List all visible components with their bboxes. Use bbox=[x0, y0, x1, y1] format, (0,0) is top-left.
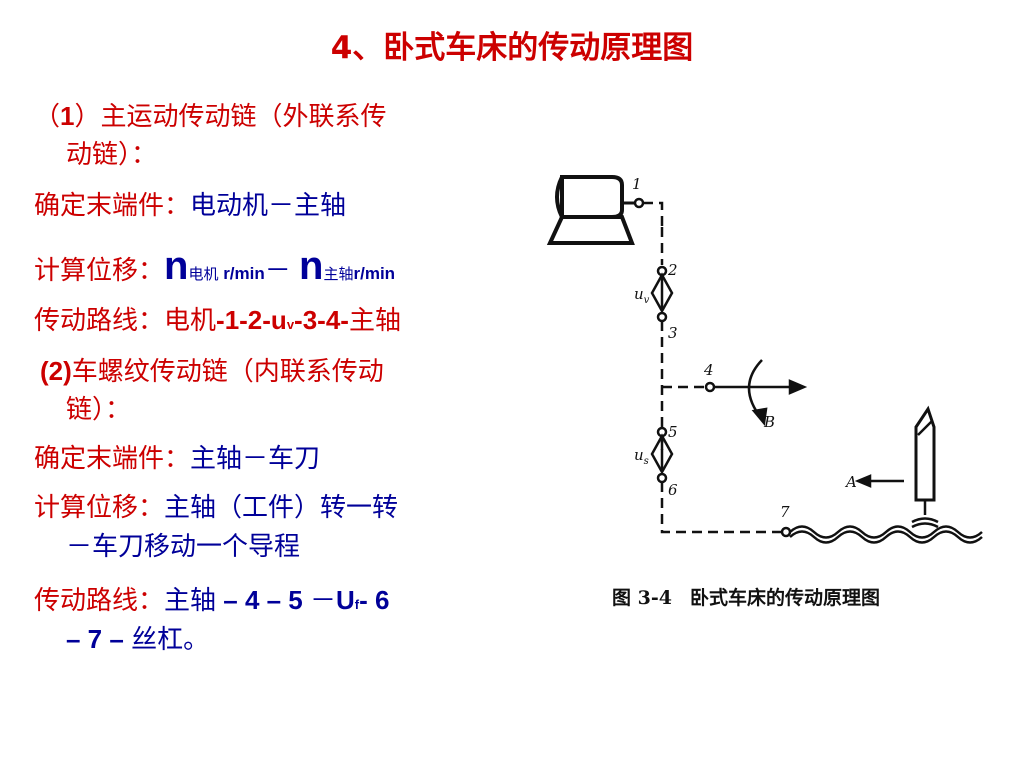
label-7: 7 bbox=[780, 503, 790, 521]
thread-chain-route-cont: – 7 – 丝杠。 bbox=[66, 624, 210, 655]
thread-chain-displacement-cont: －车刀移动一个导程 bbox=[66, 532, 301, 562]
label-5: 5 bbox=[668, 423, 678, 441]
thread-chain-heading-cont: 链）： bbox=[66, 395, 132, 425]
thread-chain-end-parts: 确定末端件：主轴－车刀 bbox=[34, 444, 321, 474]
uv-variator-icon bbox=[650, 265, 674, 323]
arrow-right-icon bbox=[788, 379, 808, 395]
motor-icon bbox=[546, 175, 636, 245]
lead-screw-icon bbox=[789, 525, 983, 539]
label-4: 4 bbox=[703, 361, 714, 379]
arrow-left-icon bbox=[854, 474, 872, 488]
main-chain-heading: （1）主运动传动链（外联系传 bbox=[34, 101, 387, 132]
main-chain-route: 传动路线：电机-1-2-uv-3-4-主轴 bbox=[34, 305, 401, 336]
label-uv: uv bbox=[634, 285, 650, 306]
label-3: 3 bbox=[668, 324, 678, 342]
thread-chain-heading: (2)车螺纹传动链（内联系传动 bbox=[40, 356, 384, 387]
transmission-diagram: 1 2 3 4 5 6 7 uv us B A bbox=[546, 175, 983, 544]
label-2: 2 bbox=[667, 261, 678, 279]
node-7 bbox=[780, 526, 792, 538]
node-4 bbox=[704, 381, 716, 393]
main-chain-heading-cont: 动链）： bbox=[66, 140, 158, 170]
cutting-tool-icon bbox=[914, 405, 936, 515]
thread-chain-displacement: 计算位移：主轴（工件）转一转 bbox=[34, 493, 399, 523]
main-chain-end-parts: 确定末端件：电动机－主轴 bbox=[34, 191, 347, 221]
slide-title: 4、卧式车床的传动原理图 bbox=[330, 30, 694, 66]
node-1 bbox=[633, 197, 645, 209]
label-6: 6 bbox=[668, 481, 678, 499]
thread-chain-route: 传动路线：主轴 – 4 – 5 －Uf- 6 bbox=[34, 585, 390, 616]
label-us: us bbox=[634, 446, 649, 467]
label-a: A bbox=[844, 473, 857, 491]
label-1: 1 bbox=[632, 175, 642, 193]
main-chain-displacement: 计算位移：n电机 r/min－ n主轴r/min bbox=[34, 244, 396, 288]
label-b: B bbox=[763, 413, 775, 431]
